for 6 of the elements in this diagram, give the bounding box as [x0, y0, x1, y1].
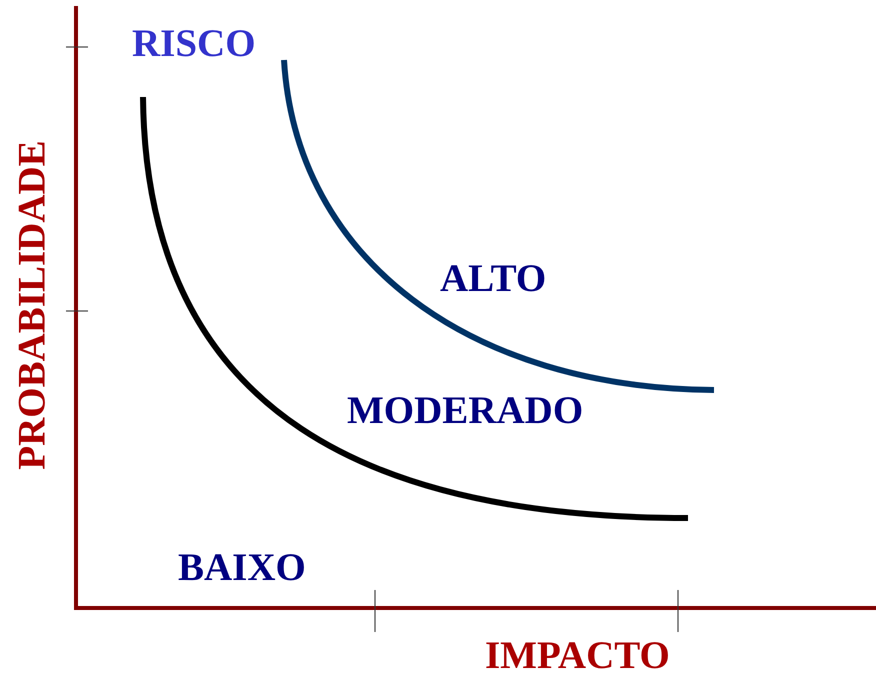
- zone-label: ALTO: [440, 259, 546, 298]
- zone-label: BAIXO: [178, 548, 306, 587]
- chart-title: RISCO: [132, 24, 256, 63]
- zone-label: MODERADO: [347, 391, 584, 430]
- axis-label: PROBABILIDADE: [12, 140, 52, 470]
- axis-label: IMPACTO: [485, 636, 670, 675]
